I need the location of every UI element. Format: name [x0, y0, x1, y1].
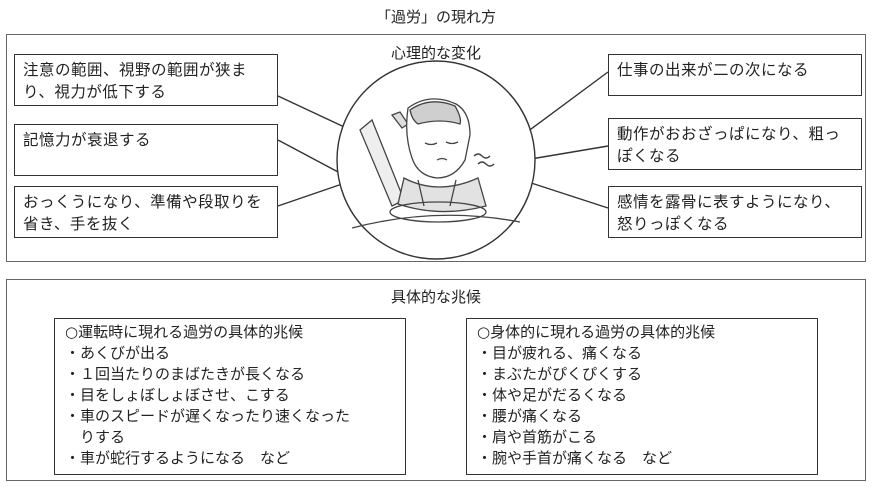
mental-change-box: 仕事の出来が二の次になる: [608, 54, 862, 96]
connector-line: [277, 95, 356, 133]
list-item: ・腰が痛くなる: [477, 407, 583, 425]
mental-change-box: 動作がおおざっぱになり、粗っぽくなる: [608, 118, 862, 170]
physical-signs-heading: 具体的な兆候: [390, 288, 481, 306]
mental-change-box: 記憶力が衰退する: [14, 124, 278, 176]
connector-line: [522, 71, 609, 136]
list-item: ・体や足がだるくなる: [477, 386, 628, 404]
list-item: りする: [65, 428, 126, 446]
list-item: ・目をしょぼしょぼさせ、こする: [65, 386, 290, 404]
connector-line: [521, 179, 609, 209]
list-item: ・車が蛇行するようになる など: [65, 449, 291, 467]
mental-changes-heading: 心理的な変化: [390, 44, 481, 62]
list-item: ・車のスピードが遅くなったり速くなった: [65, 407, 351, 425]
driving-signs-box: ○運転時に現れる過労の具体的兆候 ・あくびが出る ・１回当たりのまばたきが長くな…: [54, 318, 406, 475]
body-signs-box: ○身体的に現れる過労の具体的兆候 ・目が疲れる、痛くなる ・まぶたがぴくぴくする…: [466, 318, 818, 475]
mental-change-box: おっくうになり、準備や段取りを省き、手を抜く: [14, 186, 278, 238]
mental-change-box: 注意の範囲、視野の範囲が狭まり、視力が低下する: [14, 54, 278, 106]
body-signs-title: ○身体的に現れる過労の具体的兆候: [477, 323, 716, 341]
list-item: ・あくびが出る: [65, 344, 171, 362]
connector-line: [277, 139, 341, 174]
figure-title: 「過労」の現れ方: [375, 8, 496, 26]
mental-changes-panel: [6, 34, 866, 262]
list-item: ・目が疲れる、痛くなる: [477, 344, 643, 362]
tired-driver-illustration: [351, 98, 521, 229]
list-item: ・１回当たりのまばたきが長くなる: [65, 365, 306, 383]
mental-change-box: 感情を露骨に表すようになり、怒りっぽくなる: [608, 186, 862, 238]
list-item: ・腕や手首が痛くなる など: [477, 449, 673, 467]
driving-signs-title: ○運転時に現れる過労の具体的兆候: [65, 323, 304, 341]
list-item: ・肩や首筋がこる: [477, 428, 598, 446]
connector-line: [524, 145, 609, 161]
physical-signs-panel: [6, 279, 866, 481]
connector-line: [277, 182, 346, 207]
list-item: ・まぶたがぴくぴくする: [477, 365, 643, 383]
